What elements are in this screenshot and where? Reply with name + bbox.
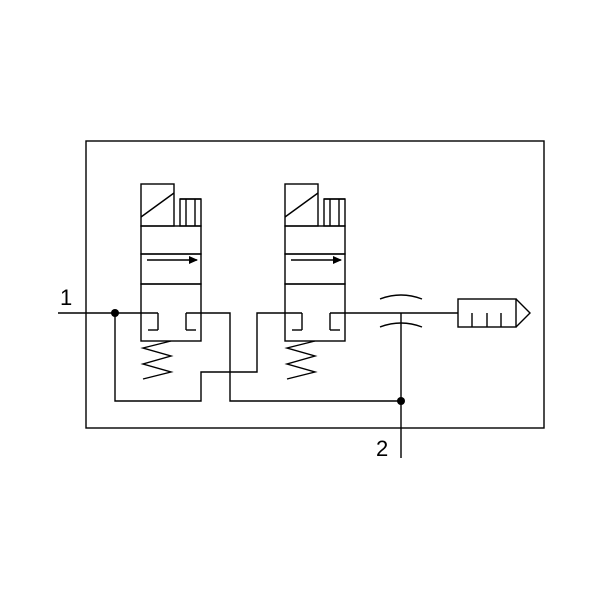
valve-2-pilot-envelope — [284, 225, 346, 255]
solenoid-actuator-icon — [140, 183, 175, 227]
junction-dot — [397, 397, 405, 405]
silencer-icon — [457, 298, 531, 328]
return-spring-icon — [140, 340, 174, 380]
manual-override-icon — [323, 198, 346, 227]
blocked-port-icon — [292, 313, 340, 331]
enclosure-frame — [85, 140, 545, 429]
inlet-branch-line — [114, 312, 302, 402]
blocked-port-icon — [148, 313, 196, 331]
flow-arrow-icon — [291, 256, 342, 264]
flow-restrictor-icon — [379, 294, 423, 328]
junction-dot — [111, 309, 119, 317]
solenoid-actuator-icon — [284, 183, 319, 227]
solenoid-valve-2 — [284, 183, 346, 380]
solenoid-valve-1 — [140, 183, 202, 380]
return-spring-icon — [284, 340, 318, 380]
piping — [58, 309, 458, 458]
valve-1-output-line — [186, 312, 401, 402]
port-2-label: 2 — [376, 436, 388, 461]
port-1-label: 1 — [60, 285, 72, 310]
valve-1-pilot-envelope — [140, 225, 202, 255]
flow-arrow-icon — [147, 256, 198, 264]
manual-override-icon — [179, 198, 202, 227]
